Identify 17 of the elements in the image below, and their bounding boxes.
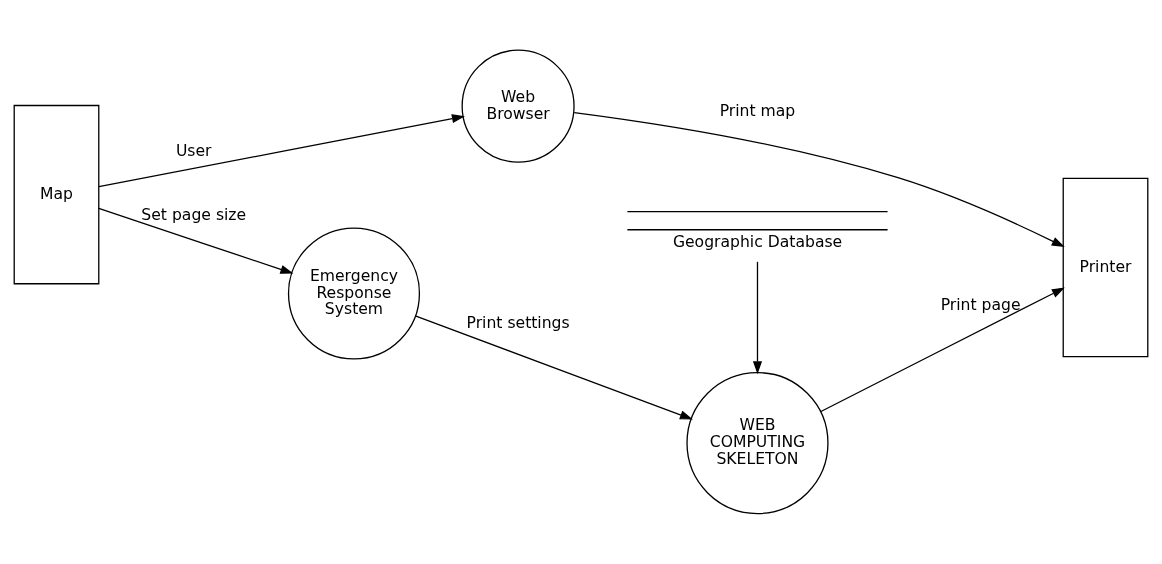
edge-label: Print page [940,295,1021,314]
node-box: Printer [1062,177,1149,358]
arrow [820,287,1065,413]
arrow [98,207,294,274]
node-circle: Emergency Response System [287,227,421,360]
edge-label: Print map [719,102,796,121]
node-circle: WEB COMPUTING SKELETON [686,372,829,515]
arrow [752,261,763,375]
edge-label: Set page size [141,206,247,225]
edge-label: User [175,142,212,161]
node-box: Map [13,104,100,285]
arrow [573,111,1065,248]
node-text: Geographic Database [672,233,843,252]
edge-label: Print settings [466,314,570,333]
arrow [98,114,465,188]
node-circle: Web Browser [461,49,575,163]
arrow [414,315,693,420]
